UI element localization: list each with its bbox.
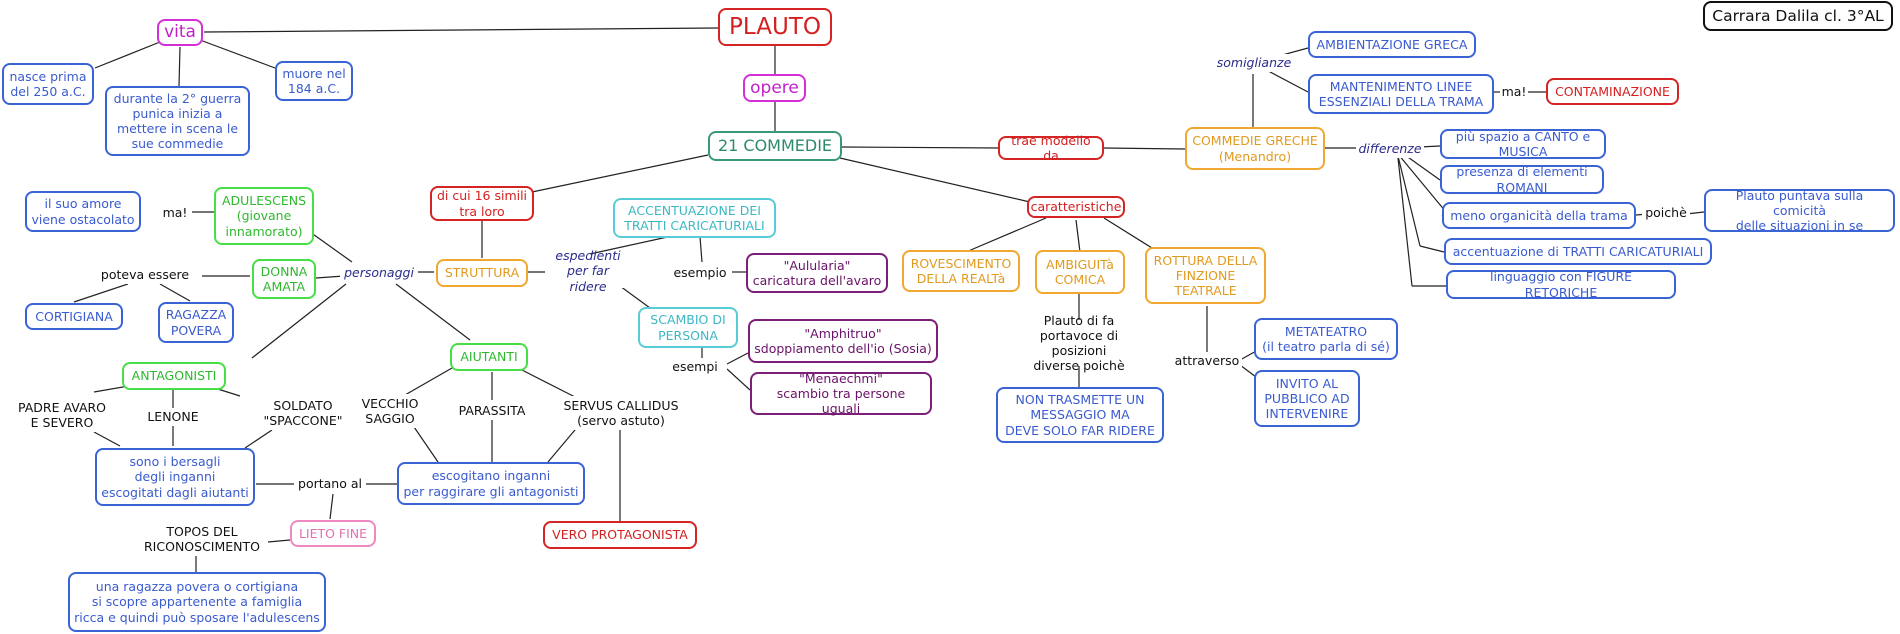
inganni-node[interactable]: escogitano inganni per raggirare gli ant… xyxy=(397,462,585,505)
greche-node[interactable]: COMMEDIE GRECHE (Menandro) xyxy=(1185,127,1325,170)
vecchio-label: VECCHIO SAGGIO xyxy=(356,394,424,428)
romani-node[interactable]: presenza di elementi ROMANI xyxy=(1440,164,1604,195)
bersagli-node[interactable]: sono i bersagli degli inganni escogitati… xyxy=(95,448,255,506)
attraverso-label: attraverso xyxy=(1172,352,1242,370)
trae-node[interactable]: trae modello da xyxy=(998,133,1104,163)
portavoce-label: Plauto di fa portavoce di posizioni dive… xyxy=(1020,313,1138,373)
examples-label: esempi xyxy=(663,358,727,376)
non-trasmette-node[interactable]: NON TRASMETTE UN MESSAGGIO MA DEVE SOLO … xyxy=(996,387,1164,443)
vita-born-node[interactable]: nasce prima del 250 a.C. xyxy=(2,63,94,105)
lieto-node[interactable]: LIETO FINE xyxy=(290,520,376,547)
amphitruo-node[interactable]: "Amphitruo" sdoppiamento dell'io (Sosia) xyxy=(748,319,938,363)
parassita-label: PARASSITA xyxy=(450,402,534,420)
rovesciamento-node[interactable]: ROVESCIMENTO DELLA REALTà xyxy=(902,250,1020,292)
exchange-node[interactable]: SCAMBIO DI PERSONA xyxy=(638,307,738,348)
love-node[interactable]: il suo amore viene ostacolato xyxy=(25,191,141,232)
topos-label: TOPOS DEL RICONOSCIMENTO xyxy=(136,522,268,556)
canto-node[interactable]: più spazio a CANTO e MUSICA xyxy=(1440,129,1606,159)
invito-node[interactable]: INVITO AL PUBBLICO AD INTERVENIRE xyxy=(1254,370,1360,427)
figure-node[interactable]: linguaggio con FIGURE RETORICHE xyxy=(1446,269,1676,300)
model-ma-label: ma! xyxy=(1500,83,1528,101)
antagonisti-node[interactable]: ANTAGONISTI xyxy=(122,362,226,390)
vita-died-node[interactable]: muore nel 184 a.C. xyxy=(275,61,353,101)
servus-label: SERVUS CALLIDUS (servo astuto) xyxy=(556,396,686,430)
donna-node[interactable]: DONNA AMATA xyxy=(252,259,316,299)
comedies-node[interactable]: 21 COMMEDIE xyxy=(708,131,842,161)
menaechmi-node[interactable]: "Menaechmi" scambio tra persone uguali xyxy=(750,371,932,416)
lenone-label: LENONE xyxy=(140,408,206,426)
ambientazione-node[interactable]: AMBIENTAZIONE GRECA xyxy=(1308,31,1476,58)
comicita-node[interactable]: Plauto puntava sulla comicità delle situ… xyxy=(1704,188,1895,233)
somiglianze-label: somiglianze xyxy=(1212,54,1296,72)
organicita-node[interactable]: meno organicità della trama xyxy=(1442,202,1636,229)
root-node-plauto[interactable]: PLAUTO xyxy=(718,8,832,46)
vita-war-node[interactable]: durante la 2° guerra punica inizia a met… xyxy=(105,86,250,156)
ambiguita-node[interactable]: AMBIGUITà COMICA xyxy=(1035,250,1125,294)
aiutanti-node[interactable]: AIUTANTI xyxy=(450,343,528,371)
example-label: esempio xyxy=(668,264,732,282)
adulescens-node[interactable]: ADULESCENS (giovane innamorato) xyxy=(214,187,314,245)
similar-node[interactable]: di cui 16 simili tra loro xyxy=(430,186,534,221)
mantenimento-node[interactable]: MANTENIMENTO LINEE ESSENZIALI DELLA TRAM… xyxy=(1308,74,1494,114)
adulescens-ma-label: ma! xyxy=(158,204,192,222)
ragazza-node[interactable]: RAGAZZA POVERA xyxy=(158,302,234,343)
cortigiana-node[interactable]: CORTIGIANA xyxy=(25,303,123,330)
vita-node[interactable]: vita xyxy=(157,19,203,46)
characters-label: personaggi xyxy=(340,263,418,283)
portano-label: portano al xyxy=(294,475,366,493)
techniques-label: espedienti per far ridere xyxy=(545,248,631,294)
opere-node[interactable]: opere xyxy=(743,74,806,102)
padre-label: PADRE AVARO E SEVERO xyxy=(10,398,114,432)
soldato-label: SOLDATO "SPACCONE" xyxy=(255,396,351,430)
metateatro-node[interactable]: METATEATRO (il teatro parla di sé) xyxy=(1254,318,1398,360)
could-be-label: poteva essere xyxy=(94,266,196,284)
author-label: Carrara Dalila cl. 3°AL xyxy=(1703,1,1893,31)
ragazza-scopre-node[interactable]: una ragazza povera o cortigiana si scopr… xyxy=(68,572,326,632)
poiche-label: poichè xyxy=(1642,204,1690,222)
rottura-node[interactable]: ROTTURA DELLA FINZIONE TEATRALE xyxy=(1145,247,1266,304)
differenze-label: differenze xyxy=(1356,140,1424,158)
tratti-node[interactable]: accentuazione di TRATTI CARICATURIALI xyxy=(1444,238,1712,265)
contaminazione-node[interactable]: CONTAMINAZIONE xyxy=(1546,78,1679,105)
structure-node[interactable]: STRUTTURA xyxy=(436,259,528,287)
accentuation-node[interactable]: ACCENTUAZIONE DEI TRATTI CARICATURIALI xyxy=(613,198,776,238)
protagonista-node[interactable]: VERO PROTAGONISTA xyxy=(543,521,697,549)
features-node[interactable]: caratteristiche xyxy=(1027,196,1125,218)
aulularia-node[interactable]: "Aulularia" caricatura dell'avaro xyxy=(746,253,888,293)
